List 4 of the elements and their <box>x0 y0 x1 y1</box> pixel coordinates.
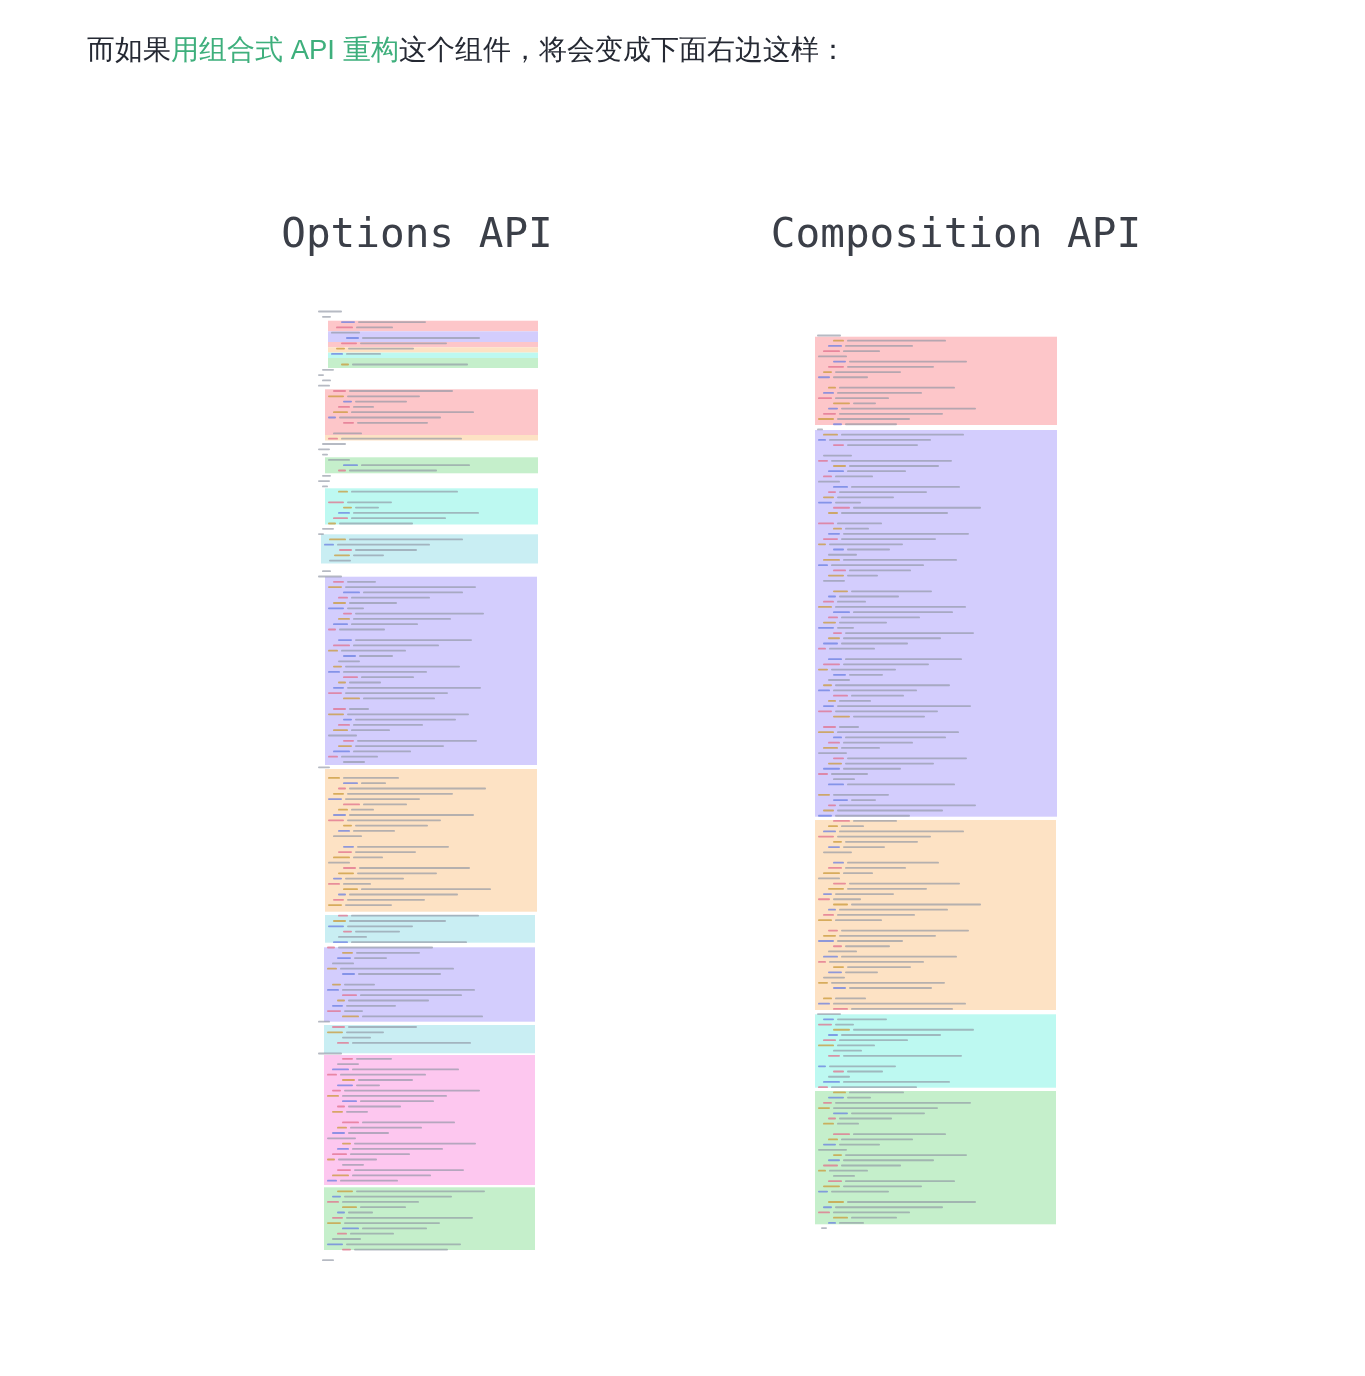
link: 用组合式 API 重构 <box>171 34 399 65</box>
panel-heading: Composition API <box>770 209 1142 257</box>
intro-text: 而如果用组合式 API 重构这个组件，将会变成下面右边这样： <box>87 33 847 67</box>
panel-heading: Options API <box>281 209 553 257</box>
